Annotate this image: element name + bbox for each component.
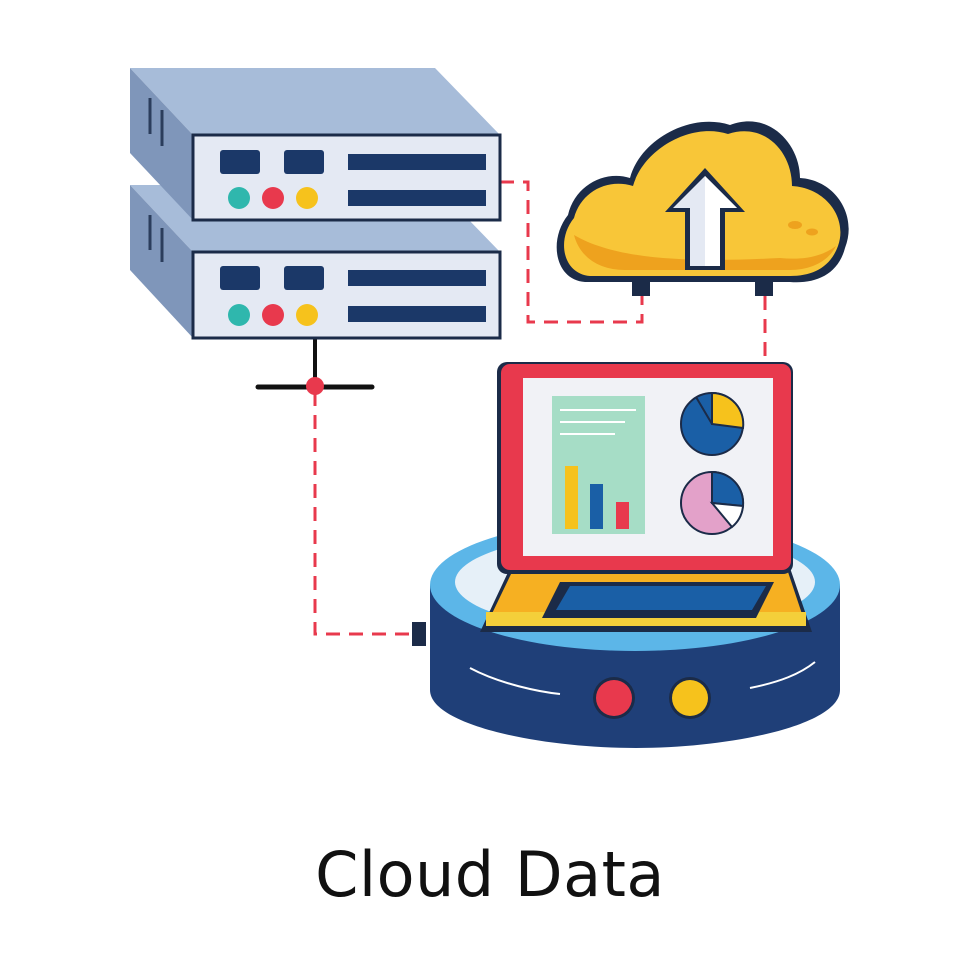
server-lower-bar-2	[348, 306, 486, 322]
server-lower-led-red	[262, 304, 284, 326]
dashboard-pie-bottom	[680, 470, 745, 535]
dashboard-bar-card	[552, 396, 645, 534]
server-lower-led-teal	[228, 304, 250, 326]
server-unit-upper	[130, 68, 502, 222]
caption-title: Cloud Data	[315, 838, 665, 911]
server-upper-slot-2	[284, 150, 324, 174]
server-upper-top	[130, 68, 500, 135]
connector-lines	[313, 180, 767, 636]
server-upper-led-red	[262, 187, 284, 209]
dashboard-pie-top	[680, 391, 745, 456]
server-lower-led-yellow	[296, 304, 318, 326]
server-upper-led-yellow	[296, 187, 318, 209]
connector-server-cloud	[500, 180, 644, 324]
cloud-connector-right	[755, 278, 773, 296]
platform-button-red	[596, 680, 632, 716]
dashboard-bar-yellow	[565, 466, 578, 529]
server-rack-icon	[130, 68, 502, 395]
server-upper-led-teal	[228, 187, 250, 209]
server-upper-bar-1	[348, 154, 486, 170]
cloud-connector-left	[632, 278, 650, 296]
platform-button-yellow	[672, 680, 708, 716]
server-lower-slot-1	[220, 266, 260, 290]
server-upper-bar-2	[348, 190, 486, 206]
server-lower-slot-2	[284, 266, 324, 290]
upload-arrow-icon	[665, 168, 745, 270]
cloud-upload-icon	[556, 121, 849, 296]
server-network-node	[306, 377, 324, 395]
platform-port	[412, 622, 426, 646]
dashboard-bar-blue	[590, 484, 603, 529]
laptop-dashboard-icon	[480, 362, 812, 632]
cloud-shade	[574, 235, 836, 270]
dashboard-bar-red	[616, 502, 629, 529]
server-upper-slot-1	[220, 150, 260, 174]
connector-server-platform	[313, 392, 418, 636]
server-lower-bar-1	[348, 270, 486, 286]
